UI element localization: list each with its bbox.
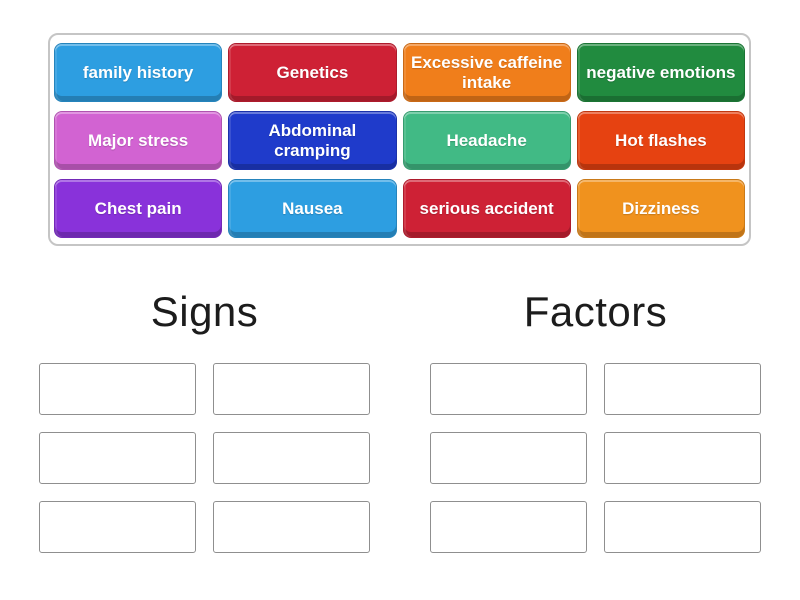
group-title-signs: Signs (150, 288, 259, 335)
tile-label: family history (82, 62, 194, 82)
drop-slot[interactable] (604, 363, 761, 415)
drop-slot[interactable] (213, 363, 370, 415)
drop-slot[interactable] (39, 432, 196, 484)
tile-label: Abdominal cramping (268, 120, 357, 160)
drop-slot[interactable] (430, 363, 587, 415)
tile-excessive-caffeine-intake[interactable]: Excessive caffeine intake (402, 43, 571, 102)
tile-headache[interactable]: Headache (402, 111, 571, 170)
tile-genetics[interactable]: Genetics (228, 43, 397, 102)
tile-label: negative emotions (586, 62, 736, 82)
tile-serious-accident[interactable]: serious accident (402, 179, 571, 238)
tile-abdominal-cramping[interactable]: Abdominal cramping (228, 111, 397, 170)
drop-slot[interactable] (430, 501, 587, 553)
tile-nausea[interactable]: Nausea (228, 179, 397, 238)
group-slots-factors (430, 363, 761, 553)
group-slots-signs (39, 363, 370, 553)
drop-slot[interactable] (430, 432, 587, 484)
tile-label: serious accident (419, 198, 554, 218)
drop-slot[interactable] (213, 432, 370, 484)
drop-slot[interactable] (39, 501, 196, 553)
tile-dizziness[interactable]: Dizziness (576, 179, 745, 238)
tile-label: Hot flashes (615, 130, 707, 150)
tile-major-stress[interactable]: Major stress (54, 111, 223, 170)
tile-label: Headache (446, 130, 527, 150)
drop-slot[interactable] (213, 501, 370, 553)
tile-negative-emotions[interactable]: negative emotions (576, 43, 745, 102)
tiles-tray: family history Genetics Excessive caffei… (48, 33, 751, 246)
tile-family-history[interactable]: family history (54, 43, 223, 102)
tile-hot-flashes[interactable]: Hot flashes (576, 111, 745, 170)
tile-label: Excessive caffeine intake (411, 52, 563, 92)
tile-label: Dizziness (622, 198, 700, 218)
drop-slot[interactable] (39, 363, 196, 415)
tile-chest-pain[interactable]: Chest pain (54, 179, 223, 238)
tile-label: Major stress (88, 130, 189, 150)
tile-label: Chest pain (94, 198, 182, 218)
group-title-factors: Factors (523, 288, 668, 335)
drop-slot[interactable] (604, 432, 761, 484)
drop-slot[interactable] (604, 501, 761, 553)
tile-label: Nausea (282, 198, 343, 218)
tile-label: Genetics (276, 62, 349, 82)
